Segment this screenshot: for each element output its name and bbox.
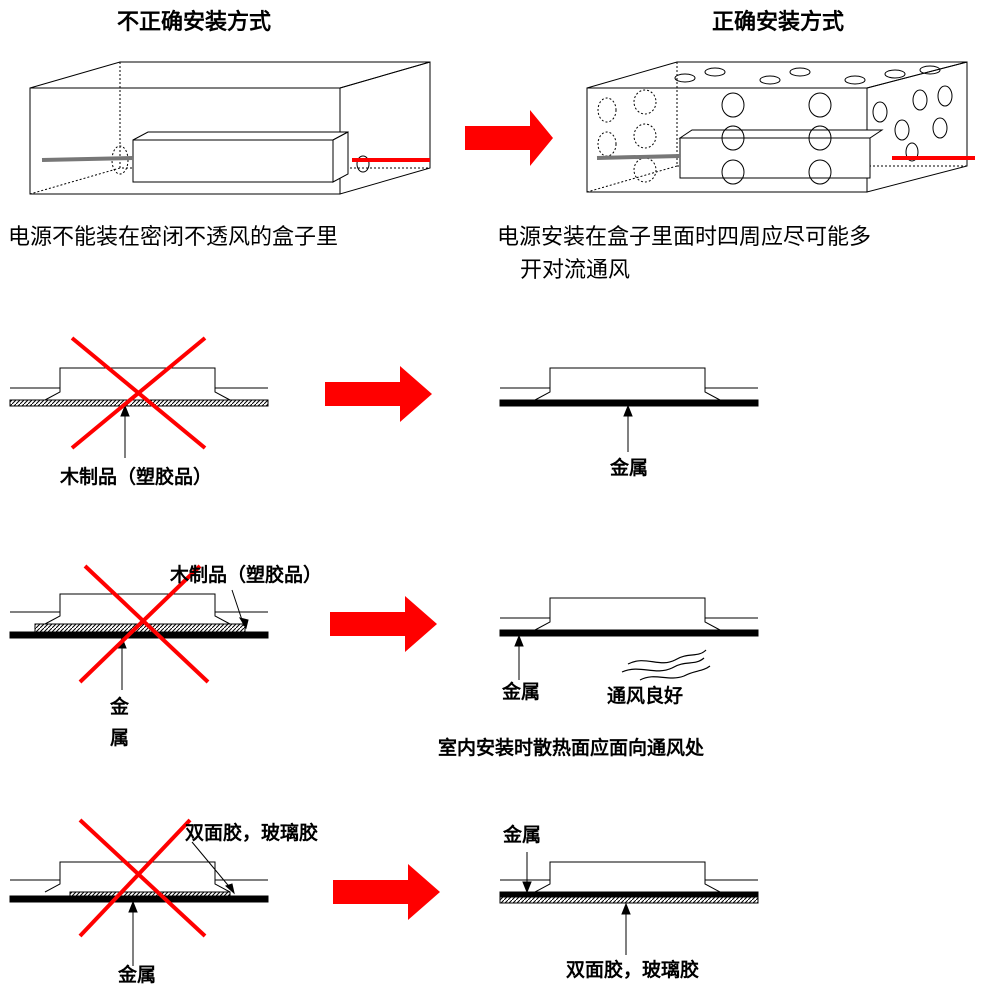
row1-cross-mark [70, 336, 207, 450]
wrong-install-title: 不正确安装方式 [117, 10, 272, 35]
closed-box-figure [29, 61, 431, 195]
row2-ventilation-label: 通风良好 [607, 685, 684, 707]
row3-metal-label: 金属 [118, 964, 157, 986]
row2-wood-label: 木制品（塑胶品） [170, 564, 323, 586]
row3-cross-mark [78, 818, 207, 938]
right-install-caption-line1: 电源安装在盒子里面时四周应尽可能多 [497, 225, 872, 250]
arrow-row2 [330, 596, 437, 652]
row1-right-figure [499, 367, 759, 452]
row1-wrong-figure [9, 367, 269, 458]
row2-cross-mark [78, 564, 210, 684]
row2-indoor-note: 室内安装时散热面应面向通风处 [438, 737, 705, 759]
row2-metal-label-top: 金 [110, 696, 130, 718]
row3-right-metal-label: 金属 [503, 824, 542, 846]
wrong-install-caption: 电源不能装在密闭不透风的盒子里 [8, 225, 339, 250]
row2-wrong-figure [9, 589, 269, 690]
closed-box-wires [41, 156, 430, 162]
row2-right-metal-label: 金属 [502, 681, 541, 703]
row3-right-figure [499, 852, 759, 955]
row3-wrong-figure [9, 841, 269, 966]
row3-tape-label: 双面胶，玻璃胶 [185, 822, 319, 844]
right-install-title: 正确安装方式 [712, 10, 845, 35]
arrow-row3 [333, 864, 440, 920]
arrow-top [465, 110, 553, 166]
right-install-caption-line2: 开对流通风 [520, 258, 631, 283]
vented-box-wires [596, 154, 975, 160]
arrow-row1 [325, 366, 432, 422]
vented-box-figure [586, 61, 968, 193]
row1-metal-label: 金属 [610, 457, 649, 479]
row2-right-figure [499, 597, 759, 680]
row1-wood-label: 木制品（塑胶品） [60, 466, 213, 488]
row3-right-tape-label: 双面胶，玻璃胶 [566, 959, 700, 981]
airflow-lines [621, 649, 711, 681]
row2-metal-label-bottom: 属 [110, 727, 130, 749]
